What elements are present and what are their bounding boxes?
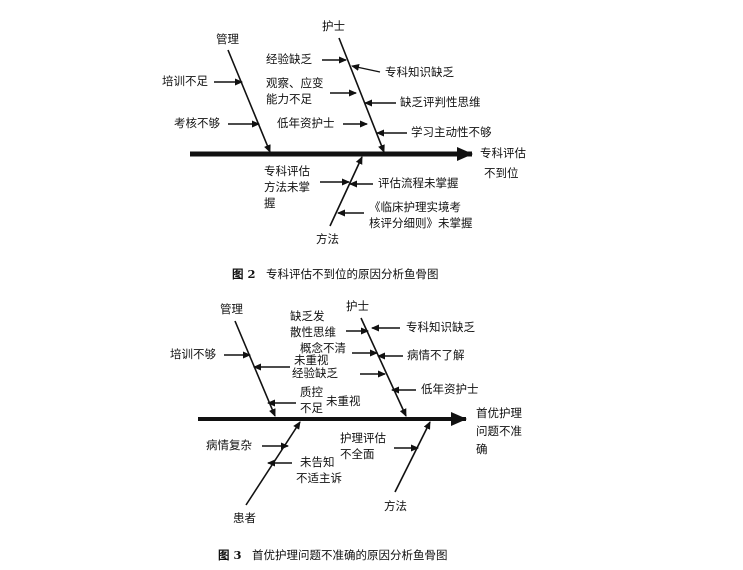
fig3-cause-condition: 病情不了解 xyxy=(407,348,465,362)
fig2-cause-experience: 经验缺乏 xyxy=(266,52,312,66)
fig3-category-management: 管理 xyxy=(220,302,243,316)
fig3-cause-qc-l2: 不足 xyxy=(300,401,323,415)
fig3-bone-nurse xyxy=(360,317,407,417)
fig3-cause-qc-l1: 质控 xyxy=(300,385,323,399)
fig3-cause-ignore2: 未重视 xyxy=(326,394,361,408)
fig2-cause-method-l3: 握 xyxy=(264,196,276,210)
fig3-cause-training: 培训不够 xyxy=(170,347,216,361)
fig2-cause-process: 评估流程未掌握 xyxy=(378,176,459,190)
fig3-cause-divergent-l1: 缺乏发 xyxy=(290,309,325,323)
fig2-category-nurse: 护士 xyxy=(322,19,345,33)
fig2-category-management: 管理 xyxy=(216,32,239,46)
fig3-cause-ignore1: 未重视 xyxy=(294,353,329,367)
fig2-cause-junior: 低年资护士 xyxy=(277,116,335,130)
fig2-category-method: 方法 xyxy=(316,232,339,246)
fig3-category-patient: 患者 xyxy=(233,511,256,525)
fig3-cause-eval-l2: 不全面 xyxy=(340,447,375,461)
fig2-cause-training: 培训不足 xyxy=(162,74,208,88)
figure-3: 首优护理 问题不准 确 管理 培训不够 未重视 质控 不足 未重视 护士 缺乏发… xyxy=(170,299,522,562)
fig3-category-method: 方法 xyxy=(384,499,407,513)
fig3-cause-notell-l2: 不适主诉 xyxy=(296,471,342,485)
fig2-cause-method-l2: 方法未掌 xyxy=(264,180,310,194)
fig2-cause-method-l1: 专科评估 xyxy=(264,164,310,178)
fig3-caption-number: 图 3 xyxy=(218,548,242,562)
fig2-cause-assessment: 考核不够 xyxy=(174,116,220,130)
fig2-cause-initiative: 学习主动性不够 xyxy=(411,125,492,139)
fig3-category-nurse: 护士 xyxy=(346,299,369,313)
fig3-cause-knowledge: 专科知识缺乏 xyxy=(406,320,475,334)
fig3-cause-complex: 病情复杂 xyxy=(206,438,252,452)
fig2-cause-rules-l1: 《临床护理实境考 xyxy=(369,200,461,214)
fig3-cause-notell-l1: 未告知 xyxy=(300,455,335,469)
fig3-cause-junior: 低年资护士 xyxy=(421,382,479,396)
fig2-head-line1: 专科评估 xyxy=(480,146,526,160)
fig3-bone-management xyxy=(234,320,276,417)
fig3-cause-eval-l1: 护理评估 xyxy=(340,431,386,445)
fig3-cause-experience: 经验缺乏 xyxy=(292,366,338,380)
fig2-cause-knowledge: 专科知识缺乏 xyxy=(385,65,454,79)
fig3-caption-text: 首优护理问题不准确的原因分析鱼骨图 xyxy=(252,548,448,562)
fig3-head-line1: 首优护理 xyxy=(476,406,522,420)
fig2-cause-observation-l1: 观察、应变 xyxy=(266,76,324,90)
fig2-bone-nurse xyxy=(338,37,385,153)
fig2-cause-observation-l2: 能力不足 xyxy=(266,92,312,106)
fig3-cause-concept: 概念不清 xyxy=(300,341,346,355)
fig3-cause-divergent-l2: 散性思维 xyxy=(290,325,336,339)
fig3-head-line3: 确 xyxy=(476,442,488,456)
fig2-caption-number: 图 2 xyxy=(232,267,256,281)
fig2-cause-critical: 缺乏评判性思维 xyxy=(400,95,481,109)
fig3-head-line2: 问题不准 xyxy=(476,424,522,438)
fig2-arrow-knowledge xyxy=(351,64,381,73)
fig2-bone-management xyxy=(227,49,271,153)
fig2-cause-rules-l2: 核评分细则》未掌握 xyxy=(369,216,473,230)
fig3-bone-method xyxy=(394,421,431,493)
fig2-bone-method xyxy=(329,156,363,227)
fig2-head-line2: 不到位 xyxy=(484,166,519,180)
figure-2: 专科评估 不到位 管理 培训不足 考核不够 护士 经验缺乏 观察、应变 能力不足… xyxy=(162,19,526,281)
fig2-caption-text: 专科评估不到位的原因分析鱼骨图 xyxy=(266,267,439,281)
